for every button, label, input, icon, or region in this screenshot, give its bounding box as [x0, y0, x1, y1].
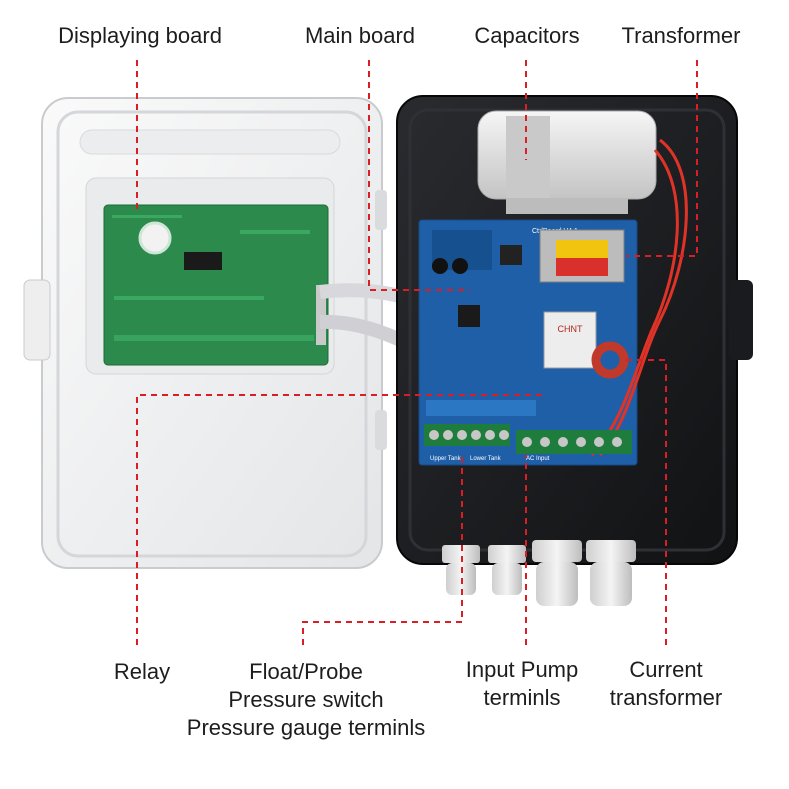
- current-transformer: [591, 341, 629, 379]
- label-float-probe: Float/Probe: [249, 659, 363, 684]
- label-current-transformer-group: Current transformer: [596, 656, 736, 712]
- upper-tank-text: Upper Tank: [430, 456, 462, 462]
- label-current: Current: [629, 657, 703, 682]
- label-input-pump: Input Pump: [465, 657, 579, 682]
- ac-input-text: AC Input: [526, 456, 550, 462]
- pump-terminal-block: [516, 430, 632, 454]
- label-pressure-switch: Pressure switch: [228, 687, 384, 712]
- leader-current-transformer: [625, 359, 667, 645]
- leader-transformer: [626, 60, 698, 257]
- relay-brand-text: CHNT: [558, 324, 583, 334]
- leader-main-board: [368, 60, 470, 291]
- displaying-board-pcb: [103, 204, 329, 366]
- label-transformer: Transformer: [621, 23, 741, 48]
- leader-relay: [136, 394, 545, 645]
- label-main-board: Main board: [304, 23, 416, 48]
- label-relay: Relay: [113, 659, 171, 684]
- label-float-probe-group: Float/Probe Pressure switch Pressure gau…: [166, 658, 446, 742]
- transformer: [539, 229, 625, 283]
- cable-glands: [442, 540, 636, 606]
- lower-tank-text: Lower Tank: [470, 456, 502, 462]
- label-capacitors: Capacitors: [474, 23, 580, 48]
- label-transformer-2: transformer: [609, 685, 723, 710]
- sensor-terminal-block: [424, 424, 510, 446]
- capacitor: [477, 110, 657, 214]
- leader-float-probe: [302, 452, 463, 645]
- leader-lines: [136, 60, 698, 645]
- label-displaying-board: Displaying board: [58, 23, 222, 48]
- label-pump-terminals: terminls: [483, 685, 561, 710]
- label-pressure-gauge-terminals: Pressure gauge terminls: [186, 715, 426, 740]
- red-wires: [590, 138, 688, 457]
- label-input-pump-group: Input Pump terminls: [452, 656, 592, 712]
